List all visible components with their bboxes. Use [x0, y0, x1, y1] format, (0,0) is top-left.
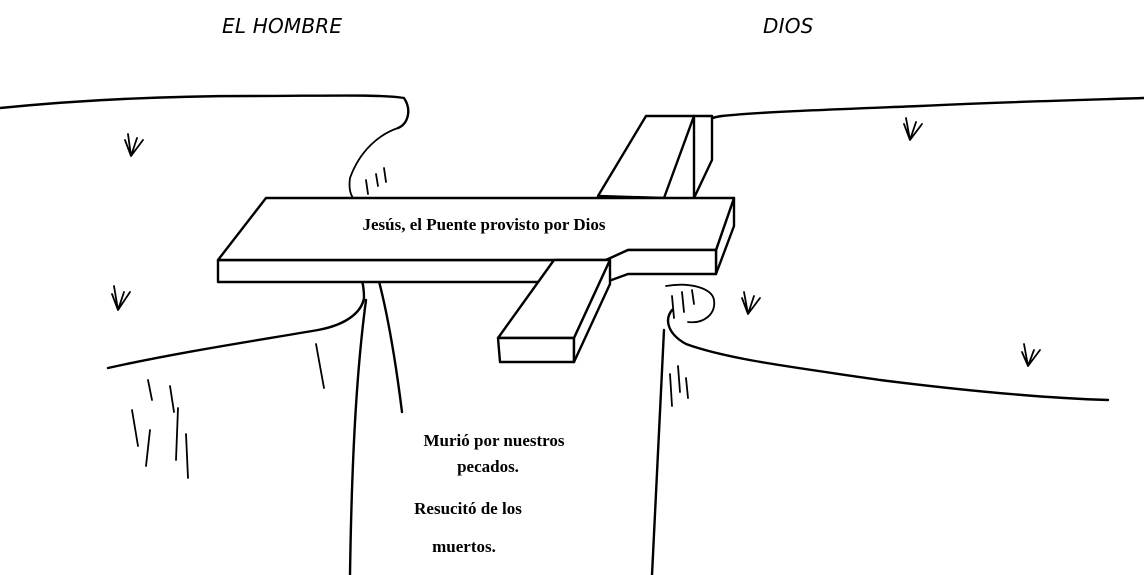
chasm-line-3: Resucitó de los [414, 499, 522, 518]
bridge-label: Jesús, el Puente provisto por Dios [362, 215, 605, 234]
label-god: DIOS [763, 14, 814, 38]
left-cliff [0, 94, 410, 575]
right-cliff [650, 96, 1144, 575]
chasm-line-1: Murió por nuestros [423, 431, 564, 450]
chasm-line-4: muertos. [432, 537, 496, 556]
grass-tuft-icon [741, 291, 761, 315]
cross-icon [216, 114, 736, 364]
grass-tuft-icon [124, 133, 144, 157]
grass-tuft-icon [903, 117, 923, 141]
grass-tuft-icon [111, 285, 131, 311]
chasm-line-2: pecados. [457, 457, 519, 476]
grass-tuft-icon [1021, 343, 1041, 367]
label-man: EL HOMBRE [222, 14, 343, 38]
